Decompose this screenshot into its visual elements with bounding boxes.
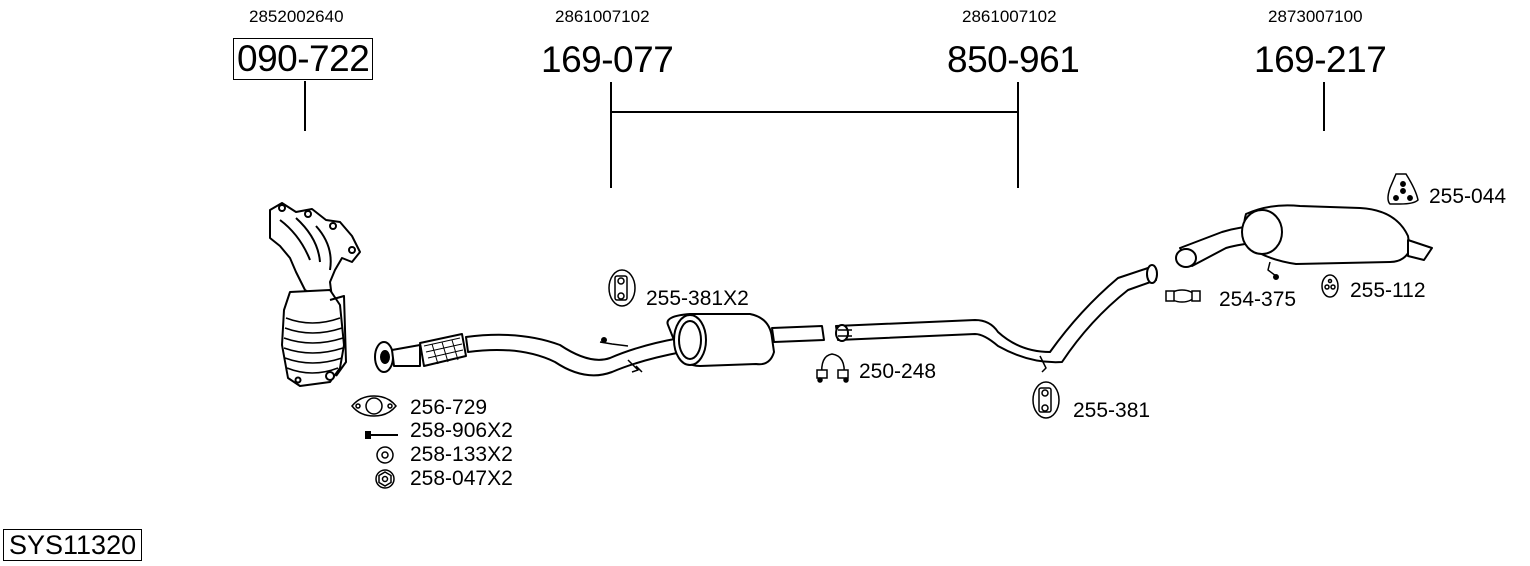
leader-line-3 xyxy=(1017,82,1019,188)
oem-number-4: 2873007100 xyxy=(1268,7,1363,26)
clamp-icon xyxy=(816,353,849,383)
gasket-icon xyxy=(351,395,397,417)
oem-number-2: 2861007102 xyxy=(555,7,650,26)
fitting-label-258-047x2[interactable]: 258-047X2 xyxy=(410,467,513,490)
rear-silencer-drawing xyxy=(1175,204,1433,280)
rubber-mount-icon xyxy=(1387,173,1419,205)
intermediate-pipe-drawing xyxy=(835,264,1158,373)
part-number-169-077[interactable]: 169-077 xyxy=(541,39,674,80)
leader-line-4 xyxy=(1323,82,1325,131)
part-number-090-722[interactable]: 090-722 xyxy=(233,38,374,80)
washer-icon xyxy=(376,446,394,464)
bracket-connector-line xyxy=(610,111,1019,113)
system-code: SYS11320 xyxy=(3,529,143,561)
fitting-label-255-381x2[interactable]: 255-381X2 xyxy=(646,287,749,310)
rubber-hanger-icon xyxy=(608,269,636,307)
fitting-label-258-133x2[interactable]: 258-133X2 xyxy=(410,443,513,466)
leader-line-2 xyxy=(610,82,612,188)
fitting-label-250-248[interactable]: 250-248 xyxy=(859,360,937,383)
fitting-label-255-381[interactable]: 255-381 xyxy=(1073,399,1151,422)
rubber-hanger-icon xyxy=(1032,381,1060,419)
fitting-label-258-906x2[interactable]: 258-906X2 xyxy=(410,419,513,442)
fitting-label-254-375[interactable]: 254-375 xyxy=(1219,288,1297,311)
oem-number-3: 2861007102 xyxy=(962,7,1057,26)
nut-icon xyxy=(375,469,395,489)
part-number-850-961[interactable]: 850-961 xyxy=(947,39,1080,80)
fitting-label-255-112[interactable]: 255-112 xyxy=(1350,279,1426,302)
manifold-catalyst-drawing xyxy=(269,202,361,387)
leader-line-1 xyxy=(304,81,306,131)
front-pipe-drawing xyxy=(374,313,825,377)
bolt-icon xyxy=(365,431,398,439)
oem-number-1: 2852002640 xyxy=(249,7,344,26)
rubber-ring-icon xyxy=(1321,274,1339,298)
fitting-label-256-729[interactable]: 256-729 xyxy=(410,396,488,419)
pipe-connector-clamp-icon xyxy=(1165,289,1201,303)
fitting-label-255-044[interactable]: 255-044 xyxy=(1429,185,1507,208)
part-number-169-217[interactable]: 169-217 xyxy=(1254,39,1387,80)
